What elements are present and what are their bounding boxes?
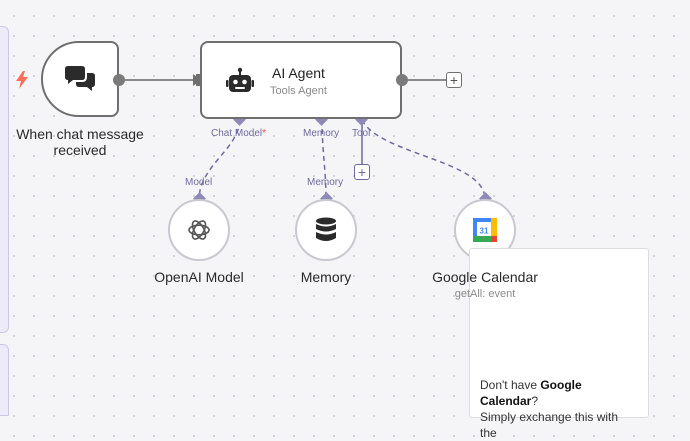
- trigger-node[interactable]: [41, 41, 119, 117]
- agent-subtitle: Tools Agent: [270, 85, 327, 97]
- google-calendar-label: Google Calendar: [432, 269, 538, 285]
- agent-input-handle: [196, 74, 203, 86]
- sticky-note[interactable]: Don't have Google Calendar? Simply excha…: [469, 248, 649, 440]
- openai-model-label: OpenAI Model: [154, 269, 244, 285]
- openai-icon: [188, 220, 210, 240]
- agent-output-handle[interactable]: [396, 74, 408, 86]
- ai-agent-node[interactable]: AI Agent Tools Agent: [200, 41, 402, 119]
- memory-node[interactable]: [295, 199, 357, 261]
- left-panel-top: [0, 26, 9, 333]
- memory-port-label: Memory: [303, 128, 340, 139]
- add-tool-button[interactable]: +: [354, 164, 370, 180]
- memory-input-label: Memory: [307, 177, 344, 188]
- database-icon: [316, 217, 336, 241]
- sticky-note-line1: Don't have Google Calendar?: [480, 377, 638, 409]
- sticky-note-line2: Simply exchange this with the: [480, 410, 619, 440]
- model-connection: [198, 119, 241, 200]
- trigger-label: When chat message received: [16, 126, 144, 158]
- memory-connection: [321, 119, 327, 200]
- sticky-line1-suffix: ?: [531, 394, 539, 408]
- openai-input-label: Model: [185, 177, 213, 188]
- agent-title: AI Agent: [272, 65, 325, 81]
- chat-model-port-label: Chat Model*: [211, 128, 266, 139]
- chat-bubbles-icon: [65, 66, 95, 91]
- lightning-icon: [16, 71, 28, 89]
- trigger-output-handle[interactable]: [113, 74, 125, 86]
- robot-icon: [226, 67, 254, 92]
- google-calendar-subtitle: getAll: event: [454, 288, 516, 300]
- chat-model-label-text: Chat Model: [211, 128, 263, 139]
- google-calendar-icon: 31: [473, 218, 497, 242]
- memory-label: Memory: [300, 269, 352, 285]
- tool-port-label: Tool: [352, 128, 371, 139]
- agent-add-output-button[interactable]: +: [446, 72, 462, 88]
- calendar-icon-text: 31: [480, 227, 489, 236]
- required-marker: *: [262, 128, 267, 139]
- tool-connection: [361, 119, 486, 200]
- openai-model-node[interactable]: [168, 199, 230, 261]
- sticky-line1-prefix: Don't have: [480, 378, 541, 392]
